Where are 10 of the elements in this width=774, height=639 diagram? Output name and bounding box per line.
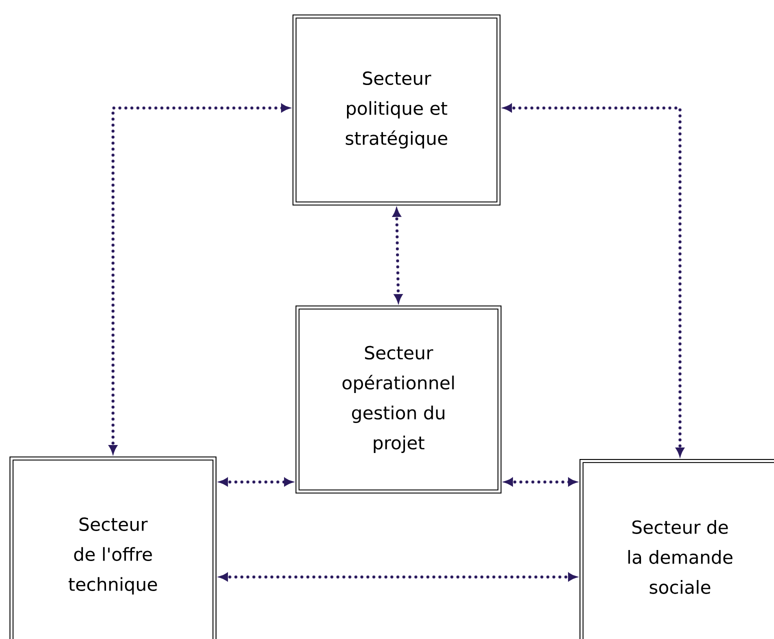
sector-box: Secteur de la demande sociale [580, 458, 774, 639]
dotted-arrow [504, 104, 684, 456]
dotted-arrow [220, 573, 576, 581]
dotted-arrow [220, 478, 292, 486]
dotted-arrow [504, 478, 576, 486]
dotted-arrow [109, 104, 290, 454]
sector-box: Secteur opérationnel gestion du projet [296, 305, 502, 494]
dotted-arrow [392, 208, 402, 302]
sector-box: Secteur de l'offre technique [10, 456, 216, 639]
sector-box: Secteur politique et stratégique [292, 14, 500, 206]
